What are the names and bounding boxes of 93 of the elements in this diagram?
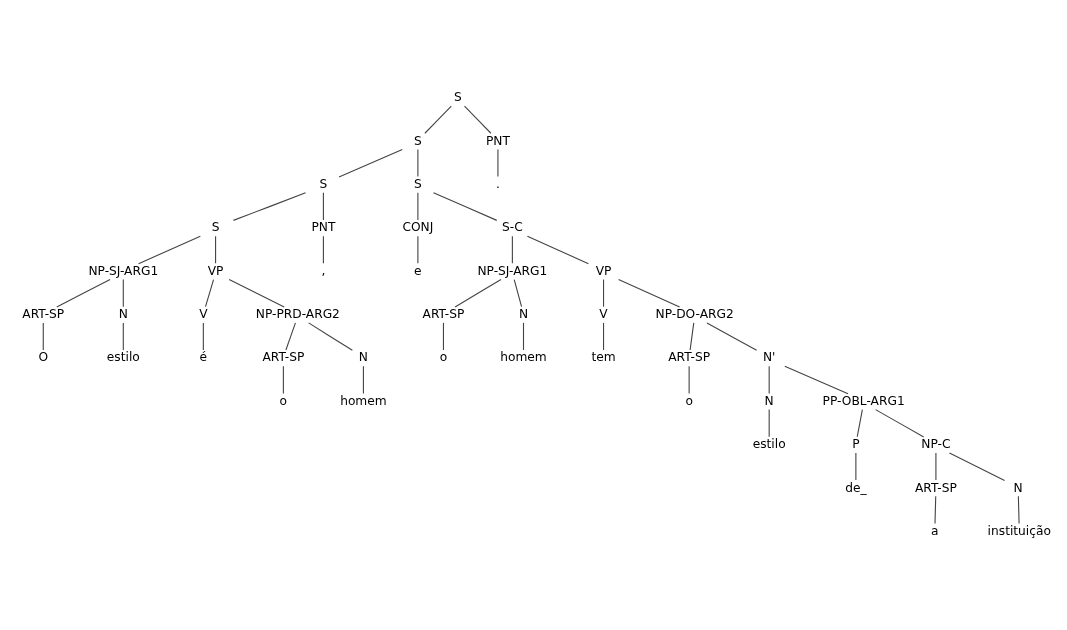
node-text: ART-SP [22, 307, 65, 322]
connector [362, 365, 364, 394]
node-text: CONJ [402, 220, 434, 235]
node-text: o [685, 393, 693, 408]
connector [322, 235, 324, 264]
connector [513, 279, 523, 308]
node-text: NP-DO-ARG2 [655, 307, 734, 322]
node-text: VP [595, 263, 612, 278]
connector [706, 322, 758, 351]
node-text: PNT [485, 133, 510, 148]
node-text: P [852, 437, 860, 452]
connector [138, 235, 201, 265]
connector [875, 409, 925, 438]
connector [497, 148, 499, 178]
connector [935, 452, 937, 481]
connector [618, 279, 681, 308]
node-text: homem [340, 393, 387, 408]
node-text: N [118, 307, 128, 322]
connector [417, 192, 419, 221]
node-text: O [38, 350, 49, 365]
connector [526, 235, 589, 265]
connector [202, 322, 204, 351]
node-text: e [414, 263, 422, 278]
connector [322, 192, 324, 221]
connector [232, 192, 307, 221]
connector [215, 235, 217, 264]
connector [856, 409, 863, 438]
node-text: N [1013, 480, 1023, 495]
connector [522, 322, 525, 351]
node-text: V [199, 307, 208, 322]
connector [417, 235, 419, 264]
connector [454, 279, 502, 308]
node-text: é [199, 350, 208, 365]
connector [855, 452, 857, 481]
node-text: NP-C [921, 437, 951, 452]
node-text: estilo [752, 437, 786, 452]
connector [417, 148, 419, 178]
connector [285, 322, 296, 351]
node-text: NP-SJ-ARG1 [88, 263, 159, 278]
node-text: PP-OBL-ARG1 [822, 393, 905, 408]
connector [338, 148, 403, 178]
node-text: instituição [987, 523, 1051, 538]
node-text: de_ [845, 480, 867, 495]
node-text: N [764, 393, 774, 408]
node-text: S [319, 177, 328, 192]
node-text: ART-SP [422, 307, 465, 322]
connector [768, 409, 770, 438]
node-text: N [358, 350, 368, 365]
connector [602, 279, 605, 308]
node-text: ART-SP [262, 350, 305, 365]
node-text: a [931, 523, 939, 538]
connector [463, 105, 492, 134]
connector [602, 322, 605, 351]
connector [688, 365, 690, 394]
connector [511, 235, 513, 264]
node-text: S [414, 177, 422, 192]
node-text: S [414, 133, 422, 148]
node-text: S [211, 220, 220, 235]
connector [204, 279, 215, 308]
node-text: ART-SP [668, 350, 711, 365]
connector [308, 322, 353, 351]
node-text: . [495, 177, 500, 192]
connector [948, 452, 1006, 482]
node-text: NP-SJ-ARG1 [477, 263, 548, 278]
node-text: homem [500, 350, 547, 365]
node-text: , [321, 263, 326, 278]
node-text: NP-PRD-ARG2 [255, 307, 340, 322]
connector [1017, 495, 1020, 524]
node-text: PNT [311, 220, 336, 235]
connector [122, 322, 124, 351]
connector [432, 192, 498, 221]
node-text: N [518, 307, 529, 322]
connector [56, 279, 111, 308]
connector [228, 279, 285, 308]
node-text: o [279, 393, 288, 408]
connector [442, 322, 444, 351]
node-text: N' [762, 350, 776, 365]
connector [424, 105, 452, 134]
node-text: o [439, 350, 448, 365]
node-text: S-C [502, 220, 523, 235]
connector [122, 279, 124, 308]
node-text: V [599, 307, 608, 322]
connector [768, 365, 770, 394]
node-text: VP [207, 263, 224, 278]
connector [784, 365, 849, 395]
connector [689, 322, 695, 351]
connector [934, 495, 937, 524]
node-text: ART-SP [915, 480, 957, 495]
node-text: S [454, 90, 462, 105]
connector [42, 322, 44, 351]
connector [282, 365, 284, 394]
node-text: tem [591, 350, 616, 365]
node-text: estilo [106, 350, 140, 365]
